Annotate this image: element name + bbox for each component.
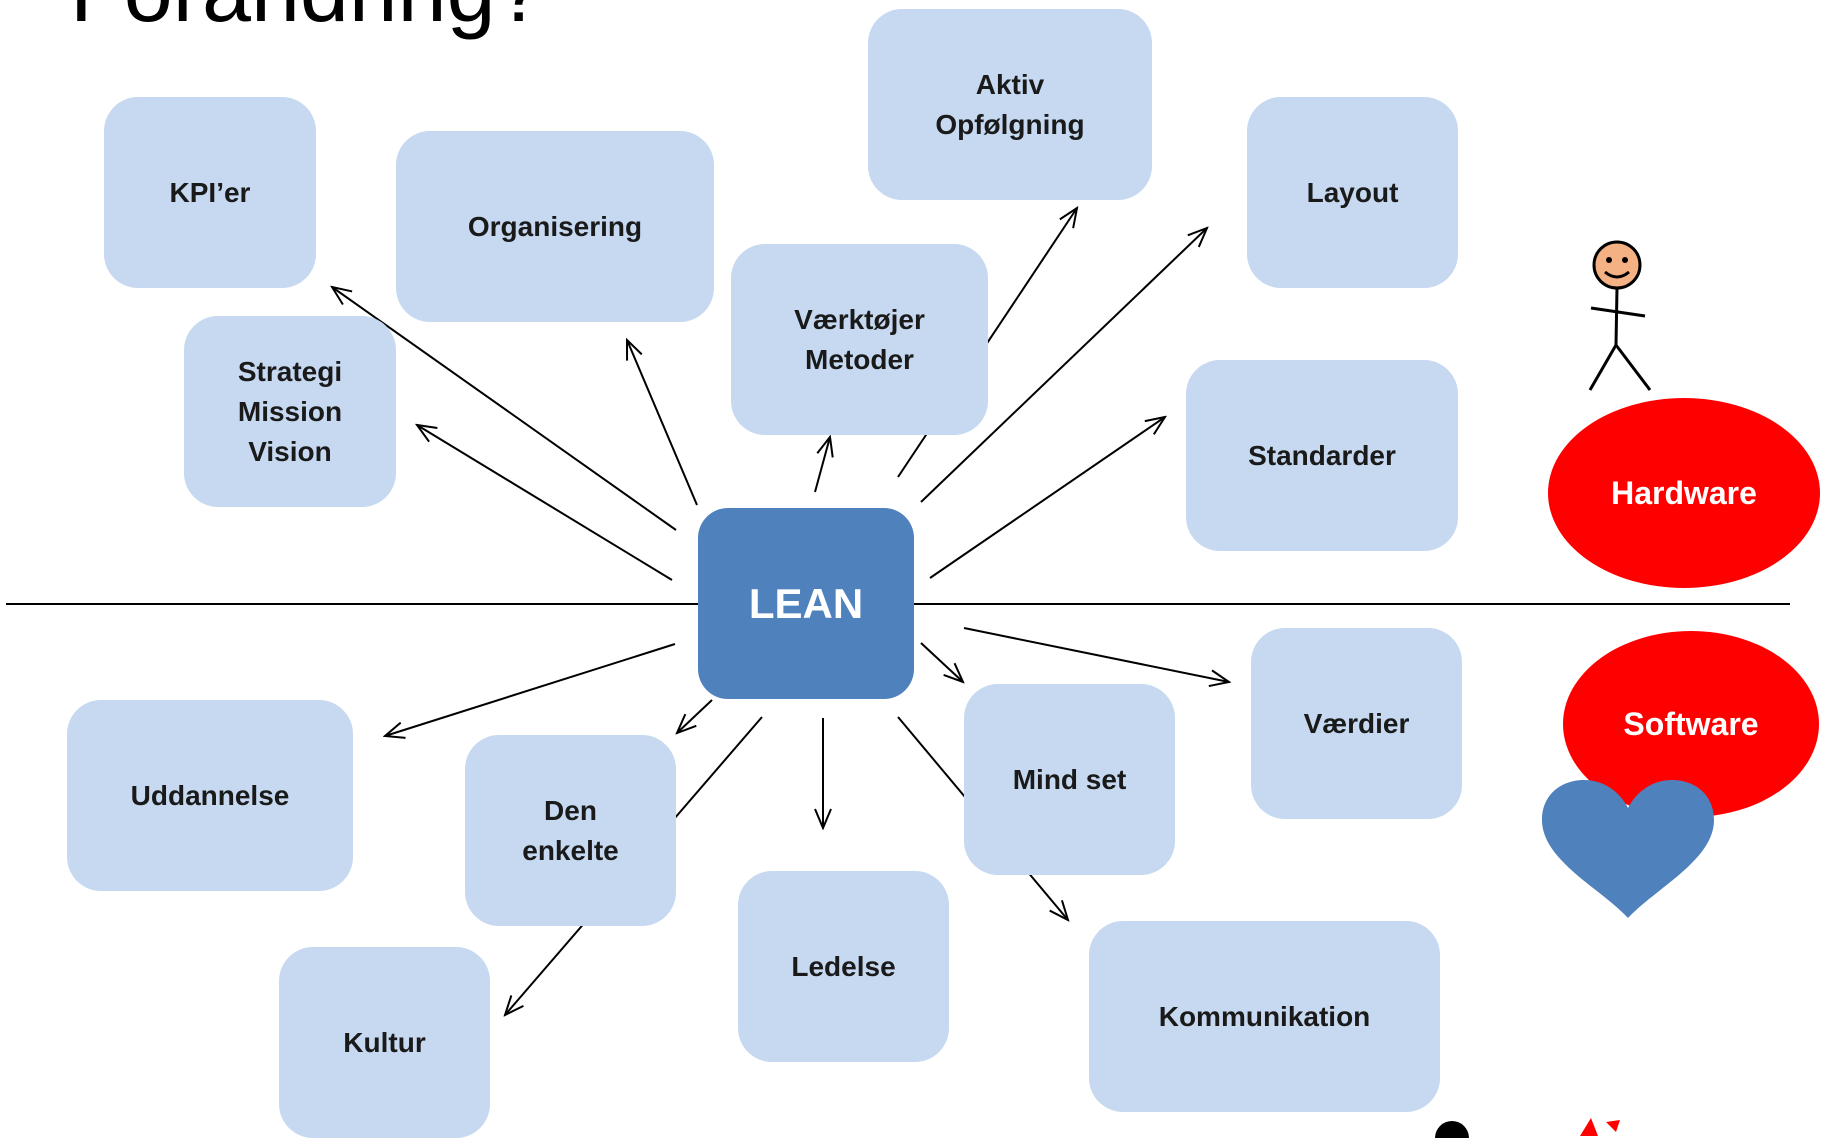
arrow-to-strategi [417,425,673,581]
node-strategi-mission-vision: Strategi Mission Vision [184,316,396,507]
arrow-to-vaerktoejer [814,437,830,493]
node-kpi: KPI’er [104,97,316,288]
node-standarder: Standarder [1186,360,1458,551]
node-ledelse: Ledelse [738,871,949,1062]
node-mind-set: Mind set [964,684,1175,875]
hardware-oval: Hardware [1548,398,1820,588]
page-title: Forandring? [70,0,545,42]
node-vaerktoejer-metoder: Værktøjer Metoder [731,244,988,435]
arrow-to-kpi [332,287,677,531]
node-uddannelse: Uddannelse [67,700,353,891]
partial-decoration-icons [1435,1118,1620,1138]
arrow-to-den-enkelte [677,699,713,733]
heart-icon [1542,780,1714,918]
lean-center-node: LEAN [698,508,914,699]
arrow-to-standarder [929,417,1165,579]
node-kommunikation: Kommunikation [1089,921,1440,1112]
node-organisering: Organisering [396,131,714,322]
arrow-to-organisering [627,340,698,506]
stick-figure-icon [1588,240,1652,391]
node-kultur: Kultur [279,947,490,1138]
node-den-enkelte: Den enkelte [465,735,676,926]
arrow-to-uddannelse [385,643,676,736]
arrow-to-layout [920,228,1207,503]
node-vaerdier: Værdier [1251,628,1462,819]
arrow-to-mindset [920,642,963,682]
node-aktiv-opfoelgning: Aktiv Opfølgning [868,9,1152,200]
arrow-to-vaerdier [963,627,1229,682]
node-layout: Layout [1247,97,1458,288]
